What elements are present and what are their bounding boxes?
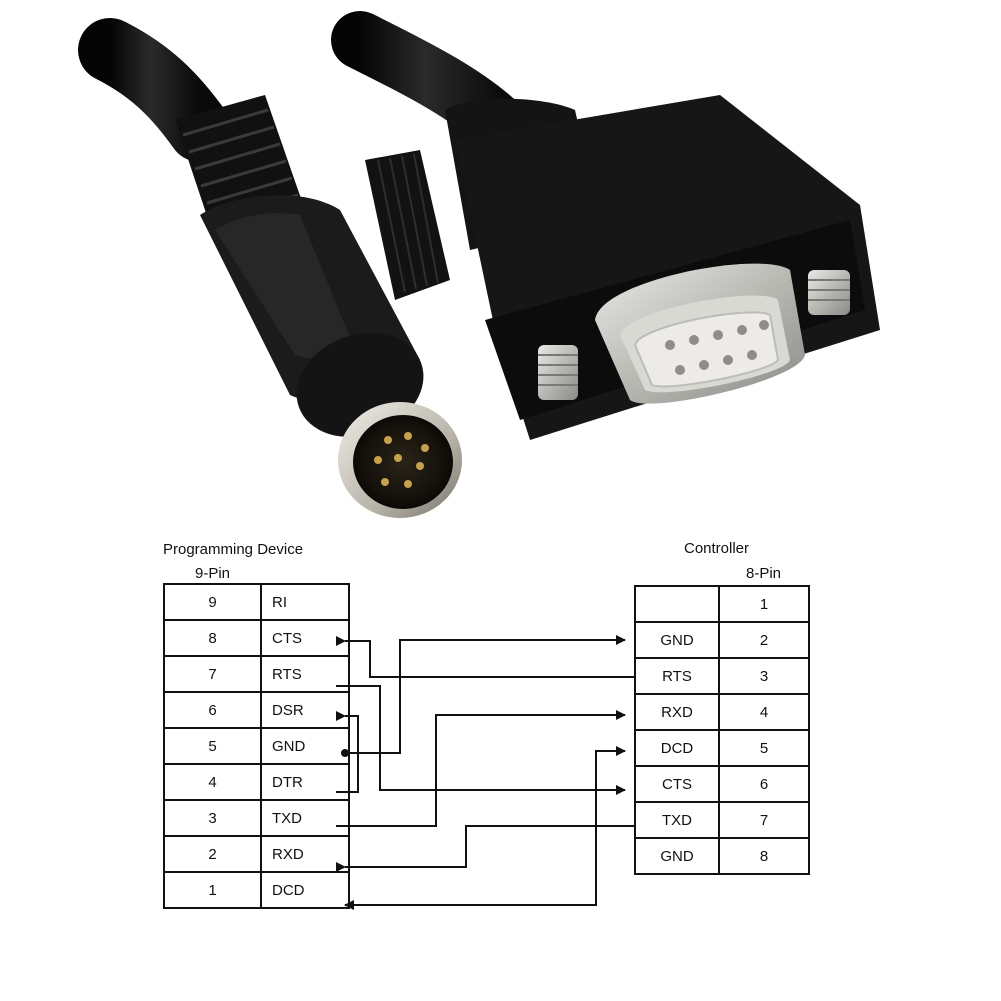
pin-signal: GND [260,727,350,765]
db9-sockets [665,320,769,375]
pin-signal: RTS [634,657,720,695]
pin-signal: RI [260,583,350,621]
table-row: 1 [634,585,810,623]
pin-number: 9 [163,583,262,621]
pin-signal [634,585,720,623]
left-title: Programming Device [163,541,304,558]
pin-signal: DCD [260,871,350,909]
pin-signal: DTR [260,763,350,801]
pin-signal: GND [634,837,720,875]
wire-rxd-txd [336,825,634,872]
pin-signal: DCD [634,729,720,767]
right-title: Controller [684,540,750,557]
pin-number: 6 [718,765,810,803]
db9-connector [595,263,805,404]
pin-signal: TXD [634,801,720,839]
pin-signal: CTS [260,619,350,657]
pin-number: 3 [718,657,810,695]
pin-signal: CTS [634,765,720,803]
mini-din-pins [374,432,429,488]
pin-signal: RXD [260,835,350,873]
pin-number: 5 [718,729,810,767]
wire-cts-rts [336,636,634,678]
cable-photo [78,11,880,518]
right-subtitle: 8-Pin [746,565,782,582]
left-subtitle: 9-Pin [195,565,231,582]
pin-number: 8 [163,619,262,657]
pin-number: 1 [718,585,810,623]
wire-dcd-dcd [344,746,626,910]
thumbscrew-left [365,150,450,300]
pin-signal: RXD [634,693,720,731]
pin-number: 1 [163,871,262,909]
wire-gnd-gnd [345,635,626,754]
mini-din-connector [338,402,462,518]
pin-number: 4 [718,693,810,731]
pin-number: 8 [718,837,810,875]
pin-number: 2 [163,835,262,873]
db9-standoff-right [808,270,850,315]
pin-number: 3 [163,799,262,837]
pin-signal: DSR [260,691,350,729]
pin-number: 7 [718,801,810,839]
pin-number: 6 [163,691,262,729]
pin-number: 2 [718,621,810,659]
pin-number: 4 [163,763,262,801]
pin-number: 7 [163,655,262,693]
wire-rts-cts [336,685,626,795]
pin-signal: GND [634,621,720,659]
pin-signal: RTS [260,655,350,693]
db9-standoff-left [538,345,578,400]
pin-number: 5 [163,727,262,765]
